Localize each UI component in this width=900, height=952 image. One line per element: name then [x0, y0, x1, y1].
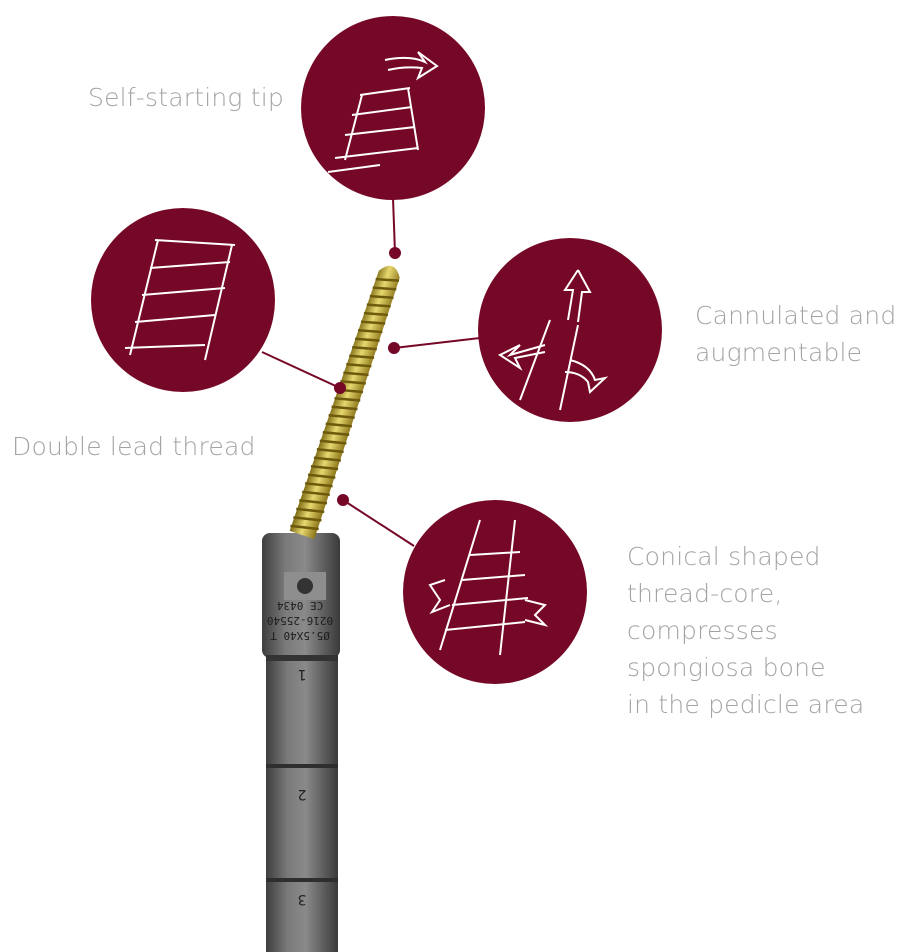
- thread-ridge: [302, 490, 330, 496]
- detail-circle-conical: [403, 500, 587, 684]
- thread-ridge: [322, 431, 350, 437]
- thread-ridge: [343, 371, 369, 377]
- thread-ridge: [372, 286, 397, 291]
- thread-sketch-icon: [124, 239, 236, 361]
- thread-ridge: [352, 345, 377, 351]
- mark-2: 2: [298, 786, 307, 802]
- thread-ridge: [310, 465, 339, 471]
- label-cannulated: Cannulated and augmentable: [695, 301, 897, 367]
- thread-ridge: [313, 456, 341, 462]
- thread-ridge: [325, 422, 353, 428]
- detail-circle-thread: [91, 208, 275, 392]
- conical-sketch-icon: [428, 519, 549, 656]
- thread-ridge: [331, 405, 358, 411]
- thread-ridge: [340, 379, 366, 385]
- thread-ridge: [366, 303, 391, 308]
- mark-1: 1: [298, 666, 307, 682]
- thread-ridge: [290, 524, 319, 531]
- mark-3: 3: [298, 891, 307, 907]
- thread-ridge: [328, 414, 355, 419]
- thread-ridge: [334, 397, 361, 402]
- thread-ridge: [349, 354, 375, 359]
- thread-ridge: [304, 482, 333, 488]
- engraving-size: Ø5.5X40 T: [270, 629, 330, 642]
- detail-circle-tip: [301, 16, 485, 200]
- thread-ridge: [369, 294, 394, 300]
- thread-ridge: [346, 362, 372, 368]
- label-double-lead-thread: Double lead thread: [12, 432, 256, 461]
- thread-ridge: [307, 473, 336, 479]
- detail-circle-cannulated: [478, 238, 662, 422]
- leader-lines: [261, 197, 481, 547]
- engraving-code: 0216-25540: [267, 614, 333, 627]
- engraving-ce: CE 0434: [276, 599, 323, 612]
- thread-ridge: [363, 311, 389, 317]
- thread-ridge: [299, 499, 328, 505]
- insertion-instrument: Ø5.5X40 T 0216-25540 CE 0434 1 2 3: [262, 533, 340, 952]
- instrument-hole-icon: [297, 578, 313, 594]
- label-self-starting-tip: Self-starting tip: [88, 83, 285, 112]
- thread-ridge: [354, 337, 380, 342]
- tip-sketch-icon: [327, 51, 439, 173]
- thread-ridge: [360, 320, 386, 325]
- cannulated-sketch-icon: [497, 269, 609, 411]
- label-conical: Conical shaped thread-core, compresses s…: [627, 542, 865, 719]
- thread-ridge: [293, 516, 322, 522]
- thread-ridge: [375, 277, 400, 282]
- thread-ridge: [319, 439, 347, 445]
- thread-ridge: [296, 507, 325, 514]
- thread-ridge: [316, 448, 344, 454]
- pedicle-screw: [289, 265, 400, 540]
- thread-ridge: [357, 328, 383, 334]
